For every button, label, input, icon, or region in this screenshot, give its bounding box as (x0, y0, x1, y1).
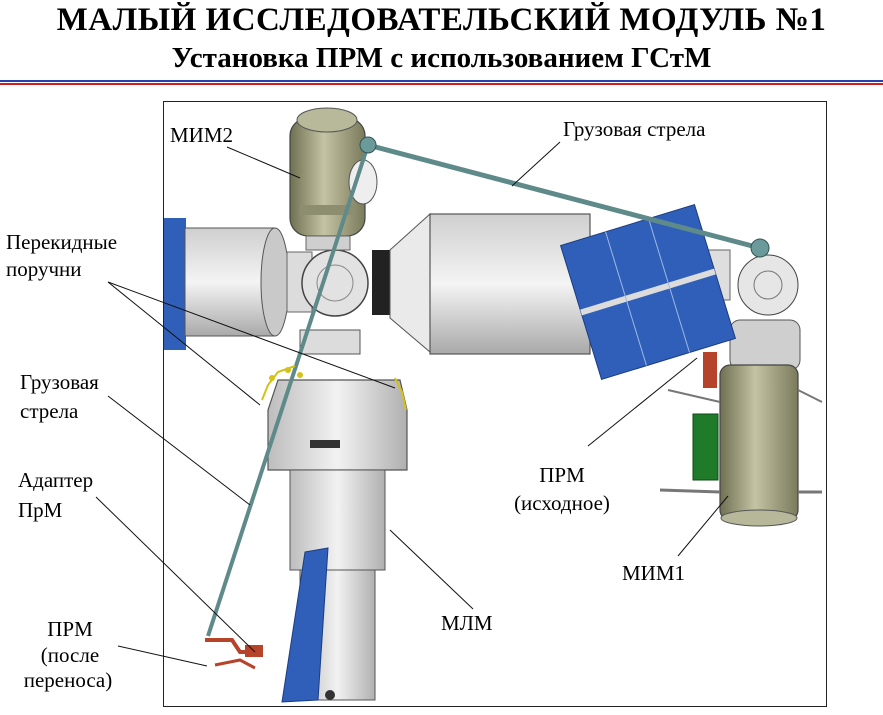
mim1-module (659, 364, 823, 527)
label-prm-after-line2: (после (40, 643, 100, 667)
label-adapter-line2: ПрМ (18, 498, 63, 522)
prm-transferred (205, 638, 263, 670)
label-prm-after-line3: переноса) (23, 668, 113, 692)
mim2-module (289, 107, 378, 251)
node-module (301, 249, 369, 317)
label-boom-left-line1: Грузовая (20, 370, 99, 394)
label-adapter-line1: Адаптер (18, 468, 94, 492)
left-solar-panel (164, 218, 186, 350)
label-mlm: МЛМ (441, 611, 493, 635)
mlm-solar-panel (281, 547, 329, 703)
handrails (261, 365, 407, 411)
leader-lines (95, 141, 729, 667)
title-stripe-blue (0, 80, 883, 82)
label-prm-original-line2: (исходное) (514, 491, 610, 515)
right-solar-panel (559, 203, 737, 381)
label-boom-top: Грузовая стрела (563, 117, 706, 141)
label-mim2: МИМ2 (170, 123, 234, 147)
label-boom-left-line2: стрела (20, 399, 79, 423)
right-docking-module (729, 254, 801, 371)
cargo-boom (206, 136, 770, 637)
left-module (184, 227, 313, 337)
title-stripe-red (0, 83, 883, 85)
label-handrails-line1: Перекидные (6, 230, 118, 254)
label-prm-original-line1: ПРМ (539, 463, 585, 487)
label-handrails-line2: поручни (6, 257, 82, 281)
label-mim1: МИМ1 (622, 561, 686, 585)
slide-subtitle: Установка ПРМ с использованием ГСтМ (171, 42, 712, 74)
prm-original (692, 352, 719, 481)
label-prm-after-line1: ПРМ (47, 617, 93, 641)
slide-title: МАЛЫЙ ИССЛЕДОВАТЕЛЬСКИЙ МОДУЛЬ №1 (56, 2, 827, 38)
